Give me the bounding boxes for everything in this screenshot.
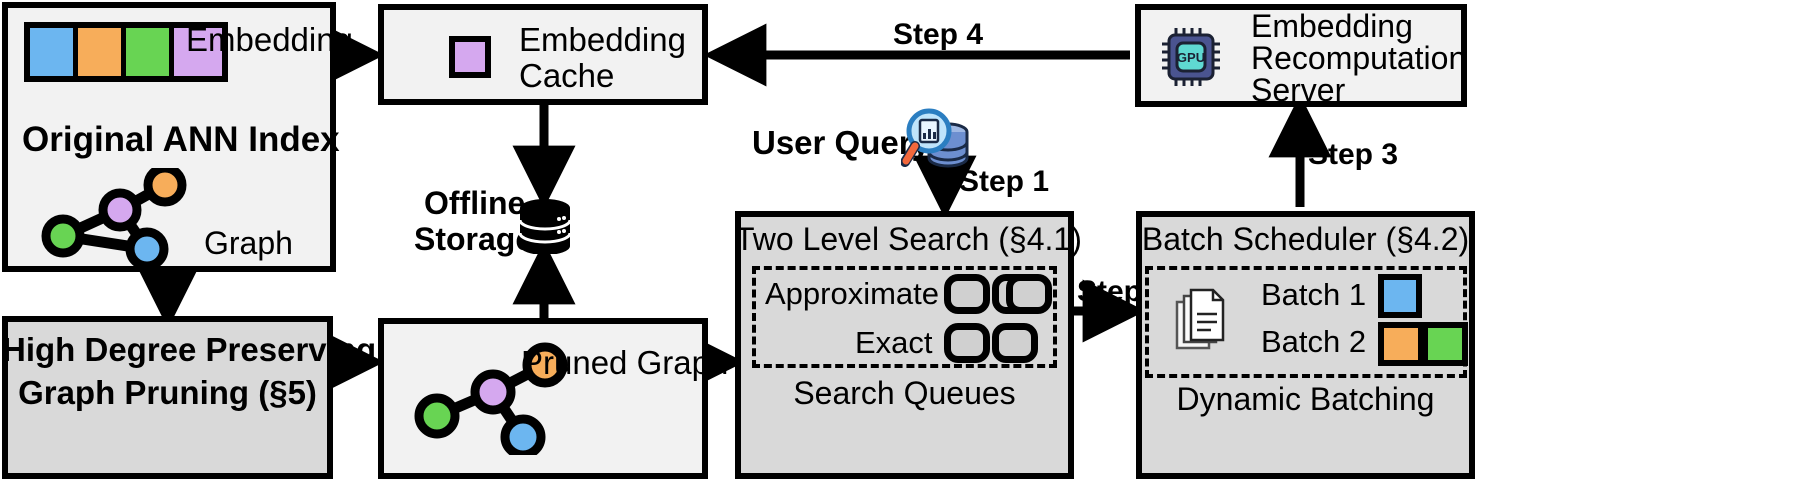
recompute-server-line3: Server [1251, 72, 1346, 108]
queue-slot-exact-2 [992, 323, 1038, 363]
embedding-chip-orange [78, 28, 126, 76]
embedding-label: Embedding [186, 21, 353, 58]
pruned-graph-label: Pruned Graph [521, 344, 729, 381]
batch-2-chip-orange [1378, 322, 1424, 366]
recompute-server-panel [1135, 4, 1467, 107]
graph-pruning-line1: High Degree Preserving [2, 331, 377, 368]
batch-scheduler-title: Batch Scheduler (§4.2) [1141, 221, 1470, 257]
embedding-cache-line2: Cache [519, 57, 615, 94]
embedding-chip-purple [174, 28, 222, 76]
step3-label: Step 3 [1308, 138, 1399, 171]
queue-slot-approx-1 [944, 274, 990, 314]
step1-label: Step 1 [959, 165, 1050, 198]
batch-2-label: Batch 2 [1261, 324, 1367, 359]
embedding-cache-panel [378, 4, 708, 105]
recompute-server-line1: Embedding [1251, 8, 1413, 44]
user-query-label: User Query [752, 124, 930, 161]
embedding-chip-green [126, 28, 174, 76]
original-ann-index-title: Original ANN Index [22, 120, 340, 159]
offline-storage-line1: Offline [424, 185, 526, 221]
embedding-cache-chip [449, 36, 491, 78]
graph-pruning-panel [2, 316, 333, 479]
search-queues-dashed-region [752, 266, 1057, 368]
two-level-search-title: Two Level Search (§4.1) [735, 221, 1082, 257]
queue-slot-approx-3 [1006, 274, 1052, 314]
approximate-label: Approximate [765, 276, 940, 311]
queue-slot-exact-1 [944, 323, 990, 363]
embedding-cache-line1: Embedding [519, 21, 686, 58]
batch-1-chip-blue [1378, 274, 1422, 318]
graph-pruning-line2: Graph Pruning (§5) [18, 374, 317, 411]
embedding-chip-strip [24, 22, 228, 82]
dynamic-batching-caption: Dynamic Batching [1176, 381, 1435, 417]
recompute-server-line2: Recomputation [1251, 40, 1467, 76]
batch-2-chip-green [1422, 322, 1468, 366]
search-queues-caption: Search Queues [793, 375, 1016, 411]
graph-label: Graph [204, 225, 293, 261]
step4-label: Step 4 [893, 18, 984, 51]
offline-storage-line2: Storage [414, 221, 534, 257]
exact-label: Exact [855, 325, 933, 360]
pruned-graph-panel [378, 318, 708, 479]
batch-1-label: Batch 1 [1261, 277, 1367, 312]
embedding-chip-blue [30, 28, 78, 76]
